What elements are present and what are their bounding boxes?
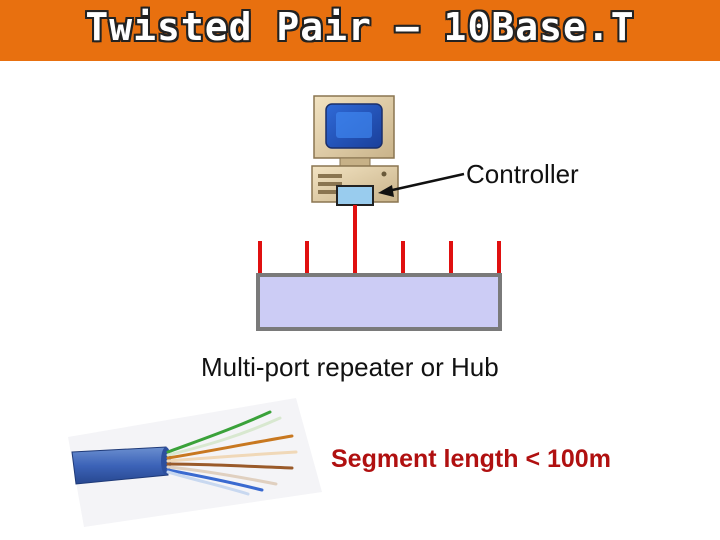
title-bar: Twisted Pair – 10Base.T bbox=[0, 0, 720, 61]
segment-length-label: Segment length < 100m bbox=[331, 445, 611, 473]
controller-label: Controller bbox=[466, 159, 579, 189]
twisted-pair-cable-image bbox=[68, 398, 322, 527]
hub-port-lines bbox=[258, 205, 501, 275]
hub-box bbox=[256, 273, 502, 331]
slide-title: Twisted Pair – 10Base.T bbox=[85, 4, 635, 49]
computer-icon bbox=[311, 95, 399, 203]
hub-label: Multi-port repeater or Hub bbox=[201, 352, 499, 382]
controller-card bbox=[336, 185, 374, 206]
controller-arrow bbox=[378, 172, 465, 197]
